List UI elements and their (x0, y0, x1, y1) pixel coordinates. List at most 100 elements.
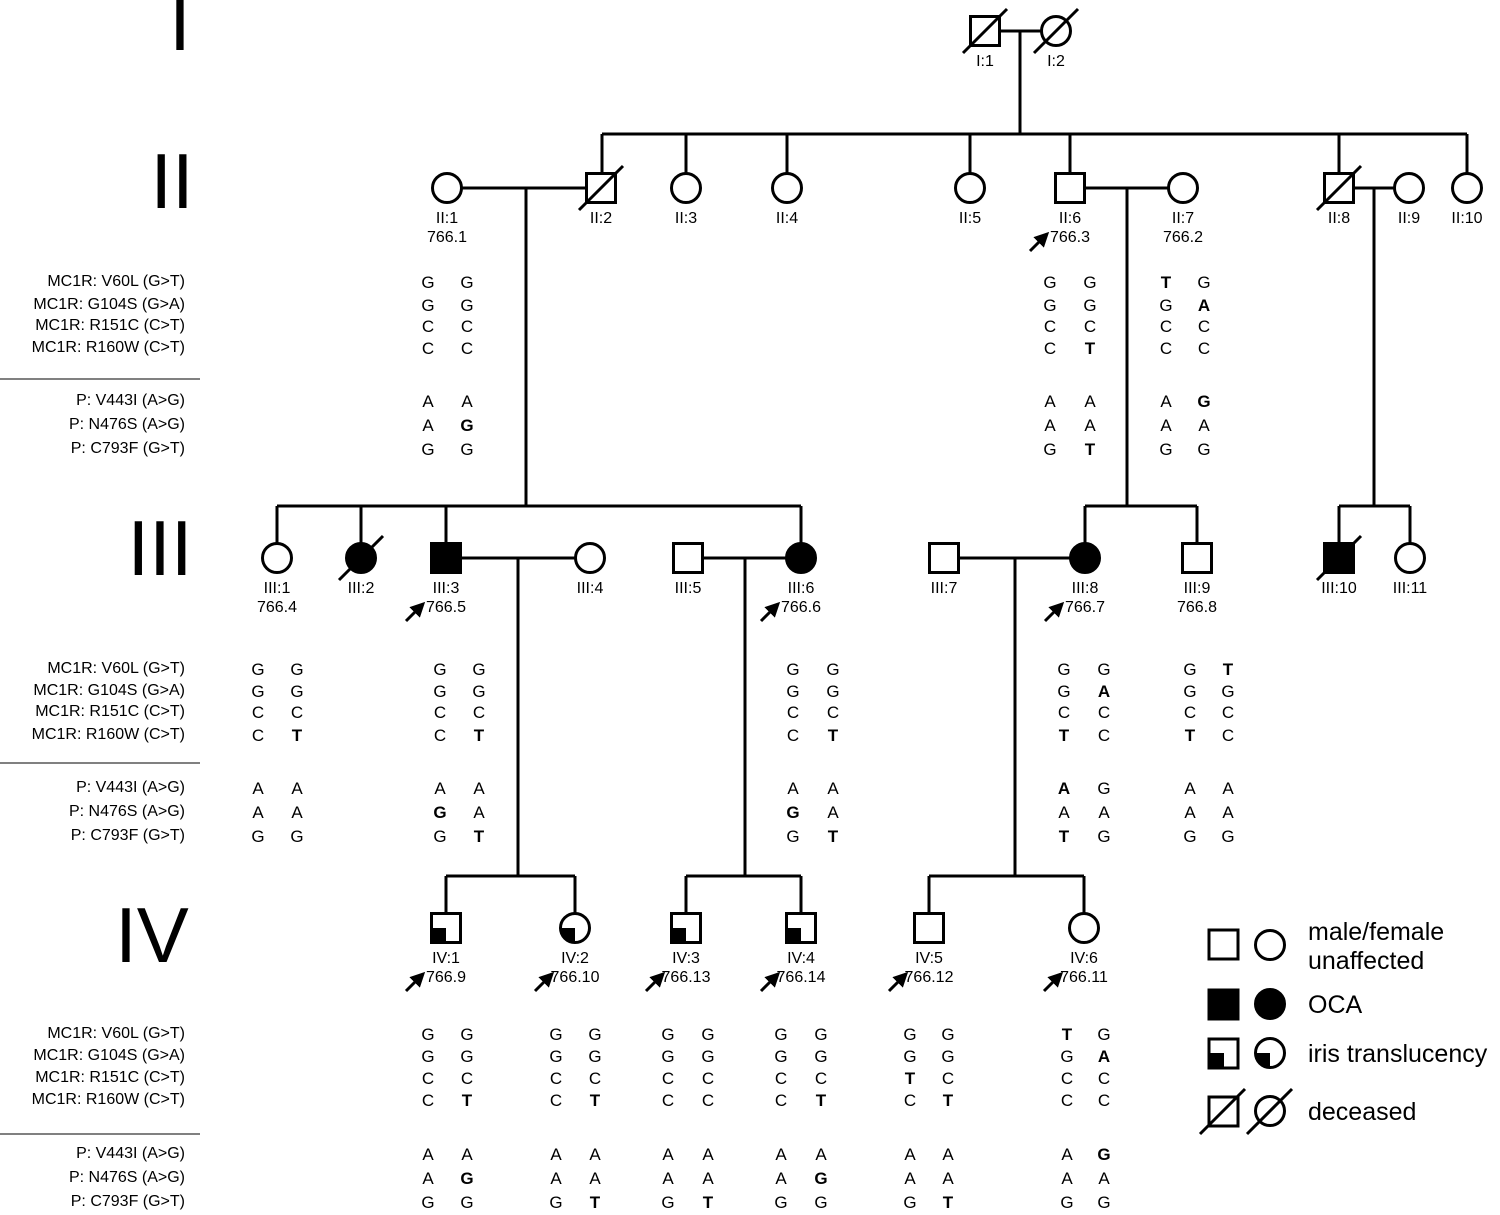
genotype-iv-1-mc1r-3-allele-1: C (422, 1069, 434, 1088)
genotype-iv-3-mc1r-4-allele-1: C (662, 1091, 674, 1110)
genotype-iv-4-p-2-allele-2: G (814, 1169, 827, 1188)
genotype-iv-1-mc1r-3-allele-2: C (461, 1069, 473, 1088)
genotype-ii-6-p-1-allele-2: A (1084, 392, 1096, 411)
genotype-ii-7-mc1r-2-allele-2: A (1198, 296, 1210, 315)
section-1-p-label-1: P: V443I (A>G) (76, 392, 185, 409)
individual-iv-2 (559, 912, 591, 944)
genotype-iv-2-p-3-allele-2: T (590, 1193, 601, 1212)
individual-iii-8-sample-number: 766.7 (1065, 599, 1105, 616)
genotype-ii-1-mc1r-1-allele-2: G (460, 273, 473, 292)
genotype-iv-3-mc1r-4-allele-2: C (702, 1091, 714, 1110)
section-3-mc1r-label-2: MC1R: G104S (G>A) (33, 1047, 185, 1064)
genotype-iii-6-p-2-allele-2: A (827, 803, 839, 822)
individual-i-1-deceased-slash (961, 7, 1009, 55)
genotype-ii-7-mc1r-3-allele-2: C (1198, 317, 1210, 336)
genotype-iv-4-mc1r-2-allele-1: G (774, 1047, 787, 1066)
genotype-iv-1-p-2-allele-2: G (460, 1169, 473, 1188)
genotype-iii-9-mc1r-4-allele-2: C (1222, 726, 1234, 745)
genotype-iii-6-mc1r-2-allele-1: G (786, 682, 799, 701)
genotype-iv-1-mc1r-2-allele-1: G (421, 1047, 434, 1066)
genotype-iv-4-mc1r-4-allele-1: C (775, 1091, 787, 1110)
genotype-iii-8-mc1r-4-allele-2: C (1098, 726, 1110, 745)
genotype-iv-3-mc1r-2-allele-1: G (661, 1047, 674, 1066)
individual-iv-3-sample-number: 766.13 (662, 969, 711, 986)
genotype-iii-8-p-1-allele-2: G (1097, 779, 1110, 798)
individual-iv-4-quarter-fill (786, 928, 801, 943)
genotype-iii-1-p-1-allele-1: A (252, 779, 264, 798)
genotype-iii-1-mc1r-4-allele-1: C (252, 726, 264, 745)
individual-iii-1-circle (261, 542, 293, 574)
genotype-iii-3-p-1-allele-2: A (473, 779, 485, 798)
genotype-iv-6-mc1r-1-allele-1: T (1062, 1025, 1073, 1044)
section-2-p-label-2: P: N476S (A>G) (69, 803, 185, 820)
slashed-circle-icon (1245, 1087, 1294, 1136)
genotype-iii-1-mc1r-1-allele-1: G (251, 660, 264, 679)
genotype-iv-3-p-3-allele-1: G (661, 1193, 674, 1212)
generation-label-iv: IV (115, 891, 189, 979)
individual-iii-7 (928, 542, 960, 574)
genotype-iv-1-p-3-allele-2: G (460, 1193, 473, 1212)
genotype-iv-5-mc1r-3-allele-2: C (942, 1069, 954, 1088)
individual-ii-3-circle (670, 172, 702, 204)
genotype-iii-9-mc1r-3-allele-2: C (1222, 703, 1234, 722)
individual-iii-7-id-label: III:7 (931, 580, 958, 597)
genotype-iv-5-mc1r-1-allele-1: G (903, 1025, 916, 1044)
individual-iii-3-proband-arrow (404, 601, 426, 623)
individual-iii-6 (785, 542, 817, 574)
individual-iv-5-sample-number: 766.12 (905, 969, 954, 986)
section-3-mc1r-label-1: MC1R: V60L (G>T) (47, 1025, 185, 1042)
section-1-mc1r-label-2: MC1R: G104S (G>A) (33, 296, 185, 313)
generation-label-iii: III (127, 504, 192, 592)
genotype-iv-6-p-2-allele-1: A (1061, 1169, 1073, 1188)
genotype-iii-3-mc1r-4-allele-2: T (474, 726, 485, 745)
genotype-iii-3-mc1r-1-allele-2: G (472, 660, 485, 679)
genotype-ii-7-p-3-allele-1: G (1159, 440, 1172, 459)
genotype-iii-3-mc1r-3-allele-1: C (434, 703, 446, 722)
genotype-ii-6-p-2-allele-1: A (1044, 416, 1056, 435)
individual-iv-1-proband-arrow (404, 971, 426, 993)
genotype-iv-2-mc1r-3-allele-2: C (589, 1069, 601, 1088)
genotype-iv-5-mc1r-4-allele-2: T (943, 1091, 954, 1110)
genotype-iv-1-p-3-allele-1: G (421, 1193, 434, 1212)
generation-label-i: I (169, 0, 191, 67)
genotype-ii-1-p-2-allele-2: G (460, 416, 473, 435)
individual-iv-6-id-label: IV:6 (1070, 950, 1098, 967)
individual-ii-10-id-label: II:10 (1451, 210, 1482, 227)
genotype-ii-1-p-3-allele-1: G (421, 440, 434, 459)
genotype-iv-3-p-1-allele-1: A (662, 1145, 674, 1164)
genotype-iii-8-p-3-allele-1: T (1059, 827, 1070, 846)
individual-ii-5 (954, 172, 986, 204)
individual-iii-6-sample-number: 766.6 (781, 599, 821, 616)
individual-ii-6-square (1054, 172, 1086, 204)
individual-iii-9-sample-number: 766.8 (1177, 599, 1217, 616)
genotype-iii-1-mc1r-3-allele-1: C (252, 703, 264, 722)
individual-iii-6-circle (785, 542, 817, 574)
genotype-iv-4-p-1-allele-2: A (815, 1145, 827, 1164)
genotype-ii-1-p-1-allele-2: A (461, 392, 473, 411)
individual-ii-3-id-label: II:3 (675, 210, 697, 227)
genotype-ii-6-mc1r-4-allele-2: T (1085, 339, 1096, 358)
genotype-ii-6-mc1r-2-allele-2: G (1083, 296, 1096, 315)
individual-i-2-deceased-slash (1032, 7, 1080, 55)
genotype-iii-1-p-2-allele-2: A (291, 803, 303, 822)
individual-iv-4 (785, 912, 817, 944)
genotype-iii-9-p-2-allele-1: A (1184, 803, 1196, 822)
section-3-p-label-2: P: N476S (A>G) (69, 1169, 185, 1186)
genotype-iii-6-mc1r-1-allele-1: G (786, 660, 799, 679)
genotype-iv-1-mc1r-1-allele-1: G (421, 1025, 434, 1044)
genotype-iv-3-mc1r-2-allele-2: G (701, 1047, 714, 1066)
genotype-iii-8-mc1r-2-allele-2: A (1098, 682, 1110, 701)
genotype-ii-1-p-2-allele-1: A (422, 416, 434, 435)
genotype-iii-9-p-3-allele-2: G (1221, 827, 1234, 846)
genotype-iii-9-p-3-allele-1: G (1183, 827, 1196, 846)
genotype-iii-3-p-3-allele-2: T (474, 827, 485, 846)
genotype-iv-2-p-1-allele-2: A (589, 1145, 601, 1164)
genotype-ii-7-p-2-allele-1: A (1160, 416, 1172, 435)
